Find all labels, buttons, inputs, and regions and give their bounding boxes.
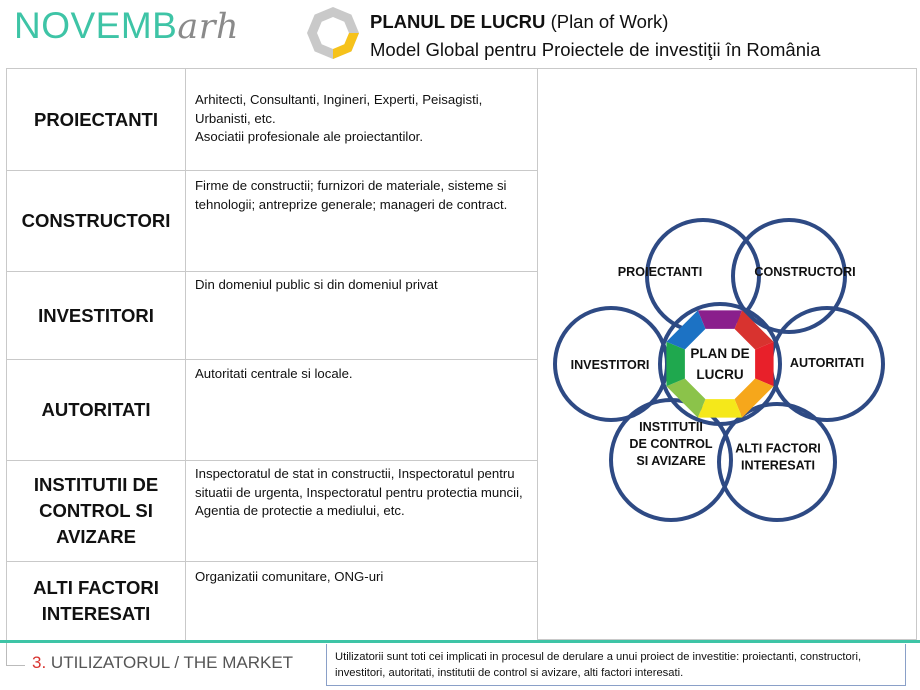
role-description: Autoritati centrale si locale. [185, 359, 538, 461]
role-description: Din domeniul public si din domeniul priv… [185, 271, 538, 360]
footer-note: Utilizatorii sunt toti cei implicati in … [326, 644, 906, 686]
center-circle [658, 302, 782, 426]
diagram-labels: PROIECTANTI CONSTRUCTORI INVESTITORI AUTORI… [571, 265, 865, 473]
logo-text: NOVEMB [14, 5, 178, 46]
center-label-line1: PLAN DE [690, 346, 749, 361]
role-description: Arhitecti, Consultanti, Ingineri, Expert… [185, 68, 538, 171]
stakeholder-label: AUTORITATI [790, 356, 864, 370]
table-row: ALTI FACTORI INTERESATI Organizatii comu… [6, 561, 538, 641]
role-name: PROIECTANTI [6, 68, 186, 171]
roles-table: PROIECTANTI Arhitecti, Consultanti, Ingi… [6, 68, 538, 641]
table-row: INVESTITORI Din domeniul public si din d… [6, 271, 538, 360]
plan-wheel-center [684, 328, 756, 400]
stakeholder-label: ALTI FACTORI [735, 442, 821, 456]
stakeholder-label: PROIECTANTI [618, 265, 702, 279]
page-title: PLANUL DE LUCRU (Plan of Work) [370, 11, 669, 32]
role-name: ALTI FACTORI INTERESATI [6, 561, 186, 641]
diagram-panel [537, 68, 917, 640]
table-row: INSTITUTII DE CONTROL SI AVIZARE Inspect… [6, 460, 538, 562]
table-row: CONSTRUCTORI Firme de constructii; furni… [6, 170, 538, 272]
role-description: Organizatii comunitare, ONG-uri [185, 561, 538, 641]
footer-divider [0, 640, 920, 643]
stakeholder-label: INTERESATI [741, 459, 815, 473]
logo-script-text: arh [177, 7, 239, 47]
stakeholder-label: INVESTITORI [571, 358, 650, 372]
center-label-line2: LUCRU [696, 367, 743, 382]
stakeholder-label: SI AVIZARE [636, 454, 705, 468]
plan-emblem-icon [307, 7, 359, 59]
table-row: PROIECTANTI Arhitecti, Consultanti, Ingi… [6, 68, 538, 171]
role-name: CONSTRUCTORI [6, 170, 186, 272]
footer-bracket [6, 643, 25, 666]
role-name: INSTITUTII DE CONTROL SI AVIZARE [6, 460, 186, 562]
role-description: Firme de constructii; furnizori de mater… [185, 170, 538, 272]
stakeholder-circle [717, 402, 837, 522]
section-title: 3. UTILIZATORUL / THE MARKET [32, 653, 294, 672]
stakeholder-diagram: PROIECTANTI CONSTRUCTORI INVESTITORI AUTORI… [553, 218, 885, 522]
novembarh-logo: NOVEMBarh [14, 4, 239, 49]
stakeholder-label: CONSTRUCTORI [754, 265, 855, 279]
role-description: Inspectoratul de stat in constructii, In… [185, 460, 538, 562]
table-row: AUTORITATI Autoritati centrale si locale… [6, 359, 538, 461]
role-name: AUTORITATI [6, 359, 186, 461]
stakeholder-label: DE CONTROL [629, 437, 713, 451]
role-name: INVESTITORI [6, 271, 186, 360]
page-subtitle: Model Global pentru Proiectele de invest… [370, 39, 821, 60]
stakeholder-label: INSTITUTII [639, 420, 703, 434]
stakeholder-circle [731, 218, 847, 334]
